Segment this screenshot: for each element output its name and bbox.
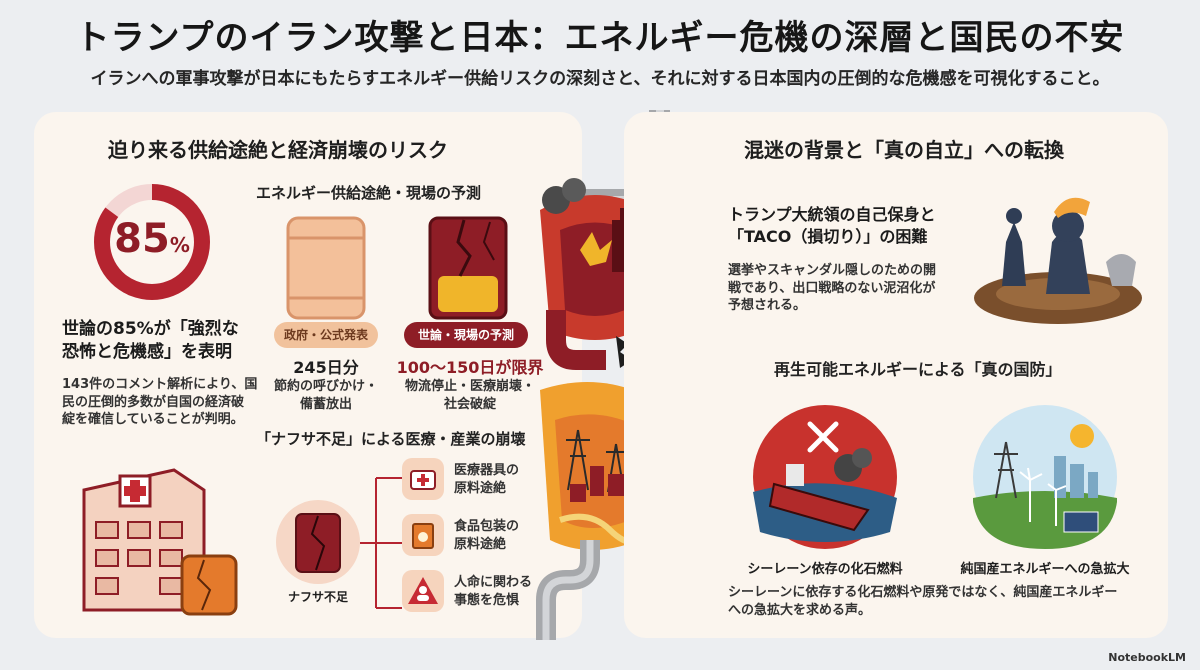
brand-label: NotebookLM [1108, 651, 1186, 664]
renewable-heading: 再生可能エネルギーによる「真の国防」 [774, 360, 1062, 379]
trump-title: トランプ大統領の自己保身と 「TACO（損切り）」の困難 [728, 204, 936, 247]
naphtha-item-food: 食品包装の 原料途絶 [454, 518, 519, 553]
hospital-icon [82, 468, 238, 616]
stat-headline: 世論の85%が「強烈な 恐怖と危機感」を表明 [62, 318, 239, 364]
field-note: 物流停止・医療崩壊・ 社会破綻 [390, 378, 550, 413]
trump-desc-line1: 選挙やスキャンダル隠しのための開 [728, 263, 937, 278]
naphtha-item-warning: 人命に関わる 事態を危惧 [454, 574, 532, 609]
left-heading: 迫り来る供給途絶と経済崩壊のリスク [108, 138, 448, 162]
stat-desc-line3: 綻を確信していることが判明。 [62, 412, 244, 428]
broken-barrel-icon [428, 216, 508, 320]
gov-note: 節約の呼びかけ・ 備蓄放出 [262, 378, 390, 413]
stat-headline-line1: 世論の85%が「強烈な [62, 319, 239, 339]
warning-person-icon [402, 570, 444, 612]
trump-description: 選挙やスキャンダル隠しのための開 戦であり、出口戦略のない泥沼化が 予想される。 [728, 262, 936, 315]
naphtha-item-food-line2: 原料途絶 [454, 536, 507, 552]
stat-desc-line2: 民の圧倒的多数が自国の経済破 [62, 394, 245, 410]
stat-desc-line1: 143件のコメント解析により、国 [62, 377, 258, 392]
naphtha-heading: 「ナフサ不足」による医療・産業の崩壊 [256, 430, 526, 448]
percent-number: 85 [114, 216, 170, 262]
naphtha-item-medical-line2: 原料途絶 [454, 480, 507, 496]
renewable-desc-line2: への急拡大を求める声。 [728, 602, 872, 618]
right-heading: 混迷の背景と「真の自立」への転換 [744, 138, 1064, 162]
naphtha-barrel-label: ナフサ不足 [287, 590, 348, 604]
right-panel: 混迷の背景と「真の自立」への転換 トランプ大統領の自己保身と 「TACO（損切り… [624, 112, 1168, 638]
fossil-caption: シーレーン依存の化石燃料 [747, 562, 903, 577]
gov-label: 政府・公式発表 [274, 322, 378, 348]
page-title: トランプのイラン攻撃と日本：エネルギー危機の深層と国民の不安 [75, 18, 1125, 58]
naphtha-item-medical: 医療器具の 原料途絶 [454, 462, 519, 497]
trump-title-line2: 「TACO（損切り）」の困難 [728, 226, 928, 246]
field-note-line1: 物流停止・医療崩壊・ [404, 379, 535, 394]
trump-desc-line3: 予想される。 [728, 298, 807, 314]
field-label: 世論・現場の予測 [404, 322, 528, 348]
food-package-icon [402, 514, 444, 556]
percent-ring-chart [94, 184, 210, 300]
renewable-desc-line1: シーレーンに依存する化石燃料や原発ではなく、純国産エネルギー [728, 585, 1118, 600]
forecast-heading: エネルギー供給途絶・現場の予測 [256, 184, 482, 202]
stat-headline-line2: 恐怖と危機感」を表明 [62, 341, 232, 362]
left-panel: 迫り来る供給途絶と経済崩壊のリスク 85% 世論の85%が「強烈な 恐怖と危機感… [34, 112, 582, 638]
naphtha-item-warning-line1: 人命に関わる [454, 575, 533, 590]
naphtha-item-warning-line2: 事態を危惧 [454, 592, 520, 608]
percent-readout: 85% [90, 216, 214, 262]
trump-desc-line2: 戦であり、出口戦略のない泥沼化が [728, 280, 936, 296]
stat-description: 143件のコメント解析により、国 民の圧倒的多数が自国の経済破 綻を確信している… [62, 376, 257, 429]
field-days: 100〜150日が限界 [396, 358, 544, 377]
renewable-description: シーレーンに依存する化石燃料や原発ではなく、純国産エネルギー への急拡大を求める… [728, 584, 1117, 619]
medical-kit-icon [402, 458, 444, 500]
naphtha-item-medical-line1: 医療器具の [454, 463, 520, 478]
gov-barrel-icon [286, 216, 366, 320]
naphtha-barrel-icon [276, 500, 360, 584]
naphtha-item-food-line1: 食品包装の [454, 519, 520, 534]
renewable-caption: 純国産エネルギーへの急拡大 [960, 562, 1130, 577]
tanker-ship-icon [753, 405, 897, 549]
percent-unit: % [169, 233, 190, 257]
renewable-energy-icon [973, 405, 1117, 549]
trump-title-line1: トランプ大統領の自己保身と [728, 205, 936, 224]
chess-mud-icon [974, 197, 1142, 324]
field-note-line2: 社会破綻 [443, 396, 496, 412]
page-subtitle: イランへの軍事攻撃が日本にもたらすエネルギー供給リスクの深刻さと、それに対する日… [90, 69, 1110, 89]
gov-days: 245日分 [293, 358, 359, 377]
branch-connector [360, 477, 402, 609]
ring-arc [94, 184, 210, 300]
gov-note-line2: 備蓄放出 [299, 396, 352, 412]
gov-note-line1: 節約の呼びかけ・ [273, 379, 378, 394]
